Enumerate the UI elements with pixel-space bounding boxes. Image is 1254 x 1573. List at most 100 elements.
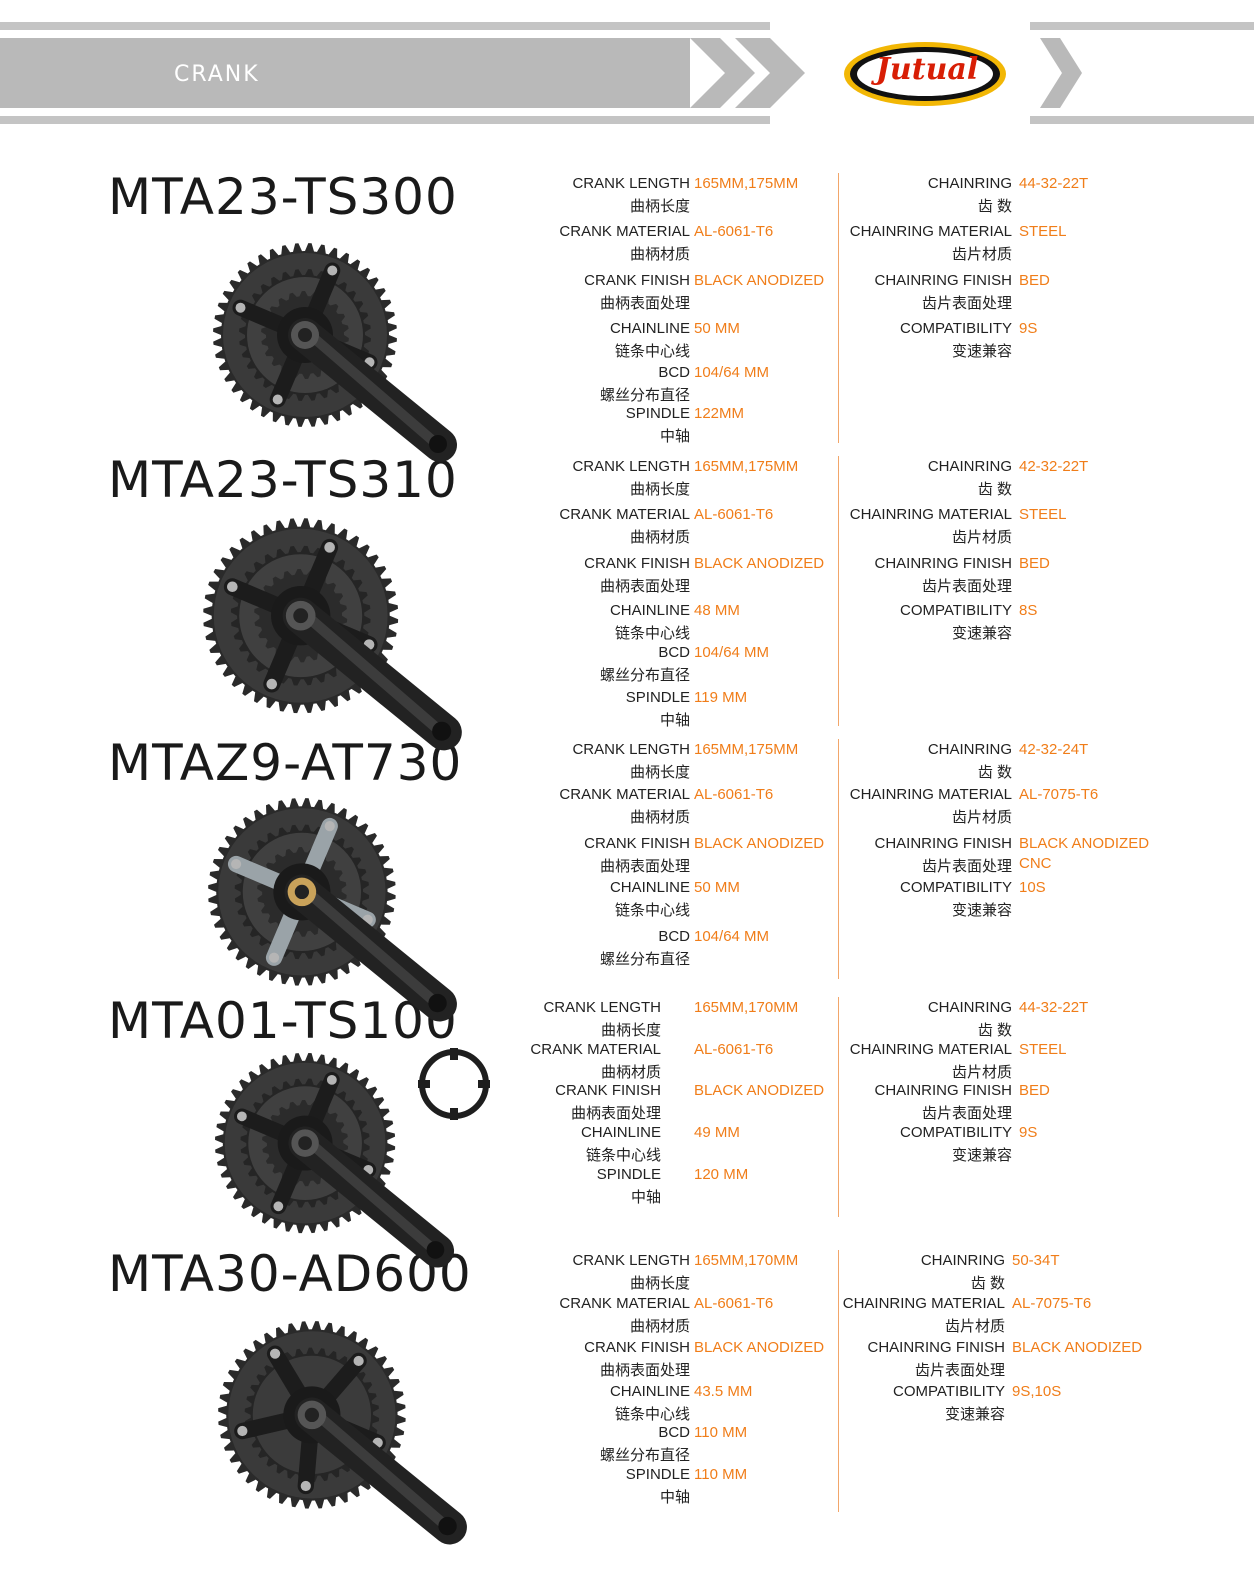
- spec-label: CRANK LENGTH: [543, 999, 661, 1016]
- spec-value: BLACK ANODIZED: [694, 1339, 825, 1356]
- spec-label: CRANK FINISH: [584, 1339, 690, 1356]
- spec-value: 42-32-24T: [1019, 741, 1089, 758]
- spec-label: CHAINLINE: [609, 320, 690, 337]
- spec-value: 165MM,175MM: [694, 741, 799, 758]
- spec-label-chinese: 齿 数: [977, 1022, 1012, 1039]
- spec-label-chinese: 螺丝分布直径: [599, 387, 690, 404]
- spec-label: CHAINRING FINISH: [874, 555, 1012, 572]
- spec-label: CRANK LENGTH: [572, 458, 690, 475]
- spec-label: SPINDLE: [625, 689, 690, 706]
- spec-label-chinese: 变速兼容: [951, 625, 1012, 642]
- crankset-image: [203, 518, 462, 751]
- spec-value: 9S,10S: [1012, 1383, 1062, 1400]
- spec-value: BED: [1019, 555, 1050, 572]
- spec-label: COMPATIBILITY: [900, 602, 1012, 619]
- spec-value: 43.5 MM: [694, 1383, 753, 1400]
- spec-value: AL-6061-T6: [694, 506, 774, 523]
- spec-value: 119 MM: [694, 689, 748, 706]
- spec-value: AL-6061-T6: [694, 223, 774, 240]
- spec-label: CRANK FINISH: [584, 272, 690, 289]
- spec-label-chinese: 齿 数: [977, 764, 1012, 781]
- spec-label-chinese: 齿片表面处理: [921, 578, 1012, 595]
- spec-value: STEEL: [1019, 1041, 1067, 1058]
- spec-label: CHAINRING FINISH: [874, 835, 1012, 852]
- crankset-image: [213, 243, 457, 462]
- spec-label-chinese: 曲柄长度: [629, 764, 690, 781]
- spec-label-chinese: 曲柄长度: [629, 481, 690, 498]
- spec-value: 104/64 MM: [694, 928, 770, 945]
- spec-value: 122MM: [694, 405, 745, 422]
- spec-value: STEEL: [1019, 506, 1067, 523]
- spec-label-chinese: 曲柄表面处理: [599, 578, 690, 595]
- spec-label-chinese: 链条中心线: [614, 625, 690, 642]
- spec-label: CHAINRING: [927, 175, 1012, 192]
- spec-label: CHAINLINE: [609, 602, 690, 619]
- spec-value: AL-7075-T6: [1012, 1295, 1092, 1312]
- brand-logo: [844, 42, 1006, 106]
- spec-value-secondary: CNC: [1019, 855, 1052, 872]
- spec-label-chinese: 螺丝分布直径: [599, 1447, 690, 1464]
- section-title: CRANK: [174, 62, 260, 87]
- spec-value: 50-34T: [1012, 1252, 1060, 1269]
- spec-value: 44-32-22T: [1019, 999, 1089, 1016]
- spec-label-chinese: 曲柄表面处理: [570, 1105, 661, 1122]
- spec-label-chinese: 螺丝分布直径: [599, 951, 690, 968]
- spec-value: AL-6061-T6: [694, 786, 774, 803]
- spec-label: CRANK MATERIAL: [559, 1295, 690, 1312]
- spec-label: CHAINRING: [927, 741, 1012, 758]
- crankset-image: [218, 1321, 467, 1545]
- spec-label: SPINDLE: [596, 1166, 661, 1183]
- spec-value: 120 MM: [694, 1166, 749, 1183]
- spec-value: BED: [1019, 1082, 1050, 1099]
- spec-label: COMPATIBILITY: [900, 320, 1012, 337]
- spec-label-chinese: 齿片材质: [951, 1064, 1012, 1081]
- spec-value: BLACK ANODIZED: [1012, 1339, 1143, 1356]
- right-spec-item: CHAINRING MATERIAL 齿片材质 STEEL: [0, 1041, 1067, 1081]
- spec-value: 165MM,175MM: [694, 458, 799, 475]
- spec-label-chinese: 曲柄表面处理: [599, 858, 690, 875]
- crankset-image: [208, 798, 457, 1022]
- spec-value: STEEL: [1019, 223, 1067, 240]
- spec-value: BLACK ANODIZED: [694, 272, 825, 289]
- spec-value: 110 MM: [694, 1424, 748, 1441]
- spec-value: 10S: [1019, 879, 1046, 896]
- spec-label: CHAINLINE: [580, 1124, 661, 1141]
- spec-label-chinese: 曲柄表面处理: [599, 295, 690, 312]
- spec-label-chinese: 变速兼容: [951, 1147, 1012, 1164]
- spec-label-chinese: 齿片表面处理: [921, 295, 1012, 312]
- spec-label-chinese: 链条中心线: [614, 343, 690, 360]
- spec-label: CRANK MATERIAL: [559, 786, 690, 803]
- spec-label: CRANK FINISH: [584, 835, 690, 852]
- spec-value: BLACK ANODIZED: [694, 555, 825, 572]
- product-model-name: MTA23-TS310: [108, 451, 458, 509]
- product-model-name: MTAZ9-AT730: [108, 734, 463, 792]
- spec-label: CHAINRING MATERIAL: [849, 786, 1012, 803]
- spec-value: 42-32-22T: [1019, 458, 1089, 475]
- spec-label: CRANK LENGTH: [572, 741, 690, 758]
- column-divider: [838, 739, 839, 979]
- spec-value: 9S: [1019, 320, 1038, 337]
- spec-value: AL-7075-T6: [1019, 786, 1099, 803]
- spec-label-chinese: 链条中心线: [614, 902, 690, 919]
- column-divider: [838, 173, 839, 443]
- spec-label: CHAINRING MATERIAL: [849, 1041, 1012, 1058]
